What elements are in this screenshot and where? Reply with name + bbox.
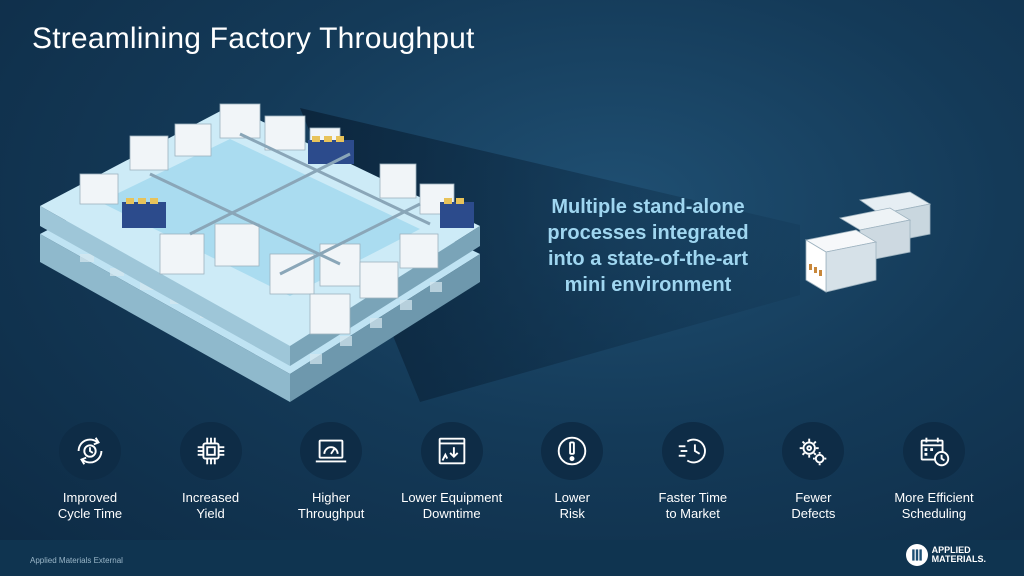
company-logo: APPLIED MATERIALS.	[905, 544, 986, 566]
benefit-label: Lower Equipment Downtime	[401, 490, 503, 521]
calendar-clock-icon	[902, 422, 965, 480]
callout-text: Multiple stand-alone processes integrate…	[547, 196, 749, 296]
benefit-increased-yield: Increased Yield	[151, 422, 271, 522]
mini-environment-illustration	[804, 191, 932, 293]
speedometer-laptop-icon	[300, 422, 363, 480]
chip-icon	[179, 422, 242, 480]
cycle-clock-icon	[59, 422, 121, 480]
benefits-row: Improved Cycle Time Increased Yield High…	[30, 422, 994, 522]
footer-classification: Applied Materials External	[30, 556, 123, 565]
benefit-faster-time-to-market: Faster Time to Market	[633, 422, 753, 522]
page-title: Streamlining Factory Throughput	[32, 22, 475, 55]
benefit-improved-cycle-time: Improved Cycle Time	[30, 422, 150, 522]
footer-band	[0, 540, 1024, 576]
light-beam-graphic	[300, 108, 800, 402]
benefit-label: Improved Cycle Time	[57, 490, 123, 521]
benefit-lower-equipment-downtime: Lower Equipment Downtime	[392, 422, 512, 522]
benefit-more-efficient-scheduling: More Efficient Scheduling	[874, 422, 994, 522]
benefit-fewer-defects: Fewer Defects	[753, 422, 873, 522]
benefit-lower-risk: Lower Risk	[512, 422, 632, 522]
gears-icon	[782, 422, 845, 480]
logo-mark-icon	[905, 544, 928, 566]
factory-illustration	[40, 103, 480, 402]
fast-clock-icon	[661, 422, 724, 480]
benefit-label: Faster Time to Market	[658, 490, 728, 521]
benefit-label: More Efficient Scheduling	[894, 490, 974, 521]
benefit-label: Lower Risk	[554, 490, 590, 521]
logo-text: APPLIED MATERIALS.	[931, 545, 986, 564]
benefit-label: Fewer Defects	[791, 490, 836, 521]
benefit-higher-throughput: Higher Throughput	[271, 422, 391, 522]
exclamation-icon	[541, 422, 604, 480]
benefit-label: Increased Yield	[182, 490, 240, 521]
download-window-icon	[420, 422, 483, 480]
benefit-label: Higher Throughput	[297, 490, 365, 521]
